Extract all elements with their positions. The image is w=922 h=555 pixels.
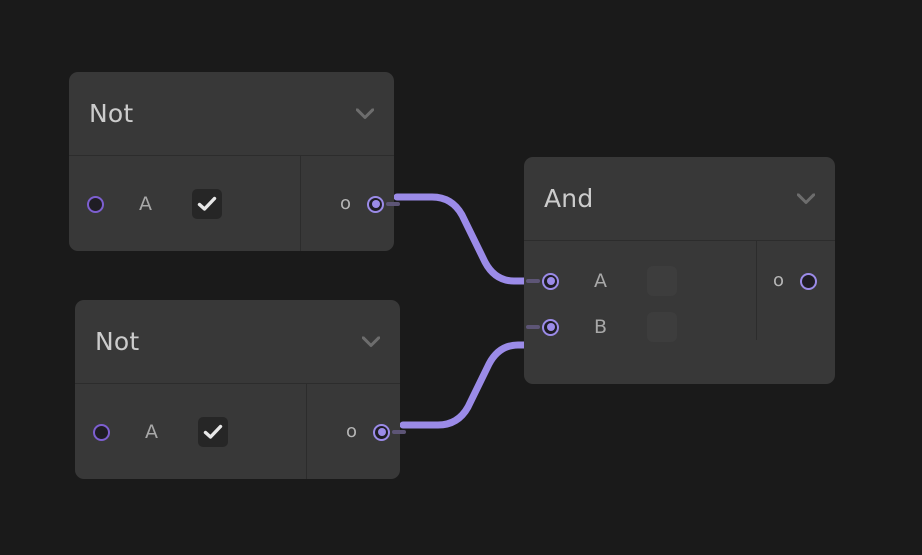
output-row-o[interactable]: o [301,181,400,227]
node-body: A o [75,384,406,479]
port-stub [392,430,406,434]
node-and-1[interactable]: And A B [524,157,835,384]
output-label-o: o [345,421,357,442]
node-outputs-column: o [300,156,400,251]
input-checkbox-a[interactable] [198,417,228,447]
input-port-b[interactable] [526,318,559,336]
node-title: Not [95,327,140,356]
input-row-a[interactable]: A [75,409,306,455]
input-row-b[interactable]: B [524,304,756,350]
wire-not2-to-and-b [399,341,534,429]
port-stub [386,202,400,206]
port-stub [526,325,540,329]
port-stub [526,279,540,283]
chevron-down-icon[interactable] [797,193,815,204]
node-body: A B o [524,241,835,384]
output-row-o[interactable]: o [307,409,406,455]
input-label-a: A [594,269,607,292]
node-not-1[interactable]: Not A [69,72,400,251]
node-header[interactable]: Not [75,300,400,384]
node-header[interactable]: Not [69,72,394,156]
check-icon [203,424,223,439]
node-title: And [544,184,594,213]
node-inputs-column: A [75,384,306,479]
input-checkbox-a[interactable] [192,189,222,219]
input-port-a[interactable] [93,423,110,441]
input-port-a[interactable] [526,272,559,290]
input-port-a[interactable] [87,195,104,213]
input-checkbox-b[interactable] [647,312,678,342]
input-row-a[interactable]: A [69,181,300,227]
node-outputs-column: o [756,241,835,340]
input-row-a[interactable]: A [524,258,756,304]
output-row-o[interactable]: o [757,258,835,304]
node-header[interactable]: And [524,157,835,241]
output-label-o: o [772,270,784,291]
input-label-a: A [145,420,158,443]
node-body: A o [69,156,400,251]
chevron-down-icon[interactable] [362,336,380,347]
check-icon [197,196,217,211]
input-label-a: A [139,192,152,215]
output-port-o[interactable] [800,272,817,290]
input-label-b: B [594,315,608,338]
chevron-down-icon[interactable] [356,108,374,119]
input-checkbox-a[interactable] [647,266,677,296]
output-label-o: o [339,193,351,214]
node-outputs-column: o [306,384,406,479]
output-port-o[interactable] [373,423,406,441]
node-title: Not [89,99,134,128]
node-inputs-column: A B [524,241,756,384]
node-not-2[interactable]: Not A [75,300,406,479]
output-port-o[interactable] [367,195,400,213]
wire-not1-to-and-a [393,193,532,285]
node-inputs-column: A [69,156,300,251]
